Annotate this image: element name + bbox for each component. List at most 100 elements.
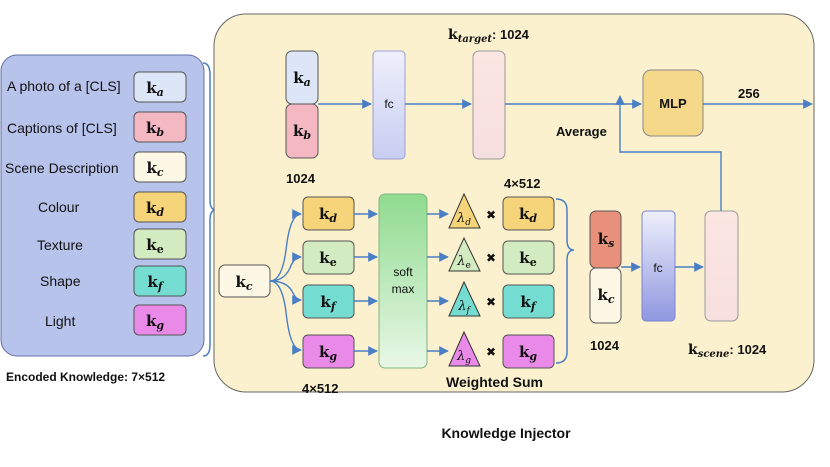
top-dim-label: 1024: [286, 171, 316, 186]
top-kb-box: [285, 103, 319, 159]
key-box-kg: [133, 304, 187, 336]
lambda-g-triangle: [448, 330, 481, 367]
weighted-ke-label: ke: [519, 249, 536, 269]
encoded-knowledge-caption: Encoded Knowledge: 7×512: [6, 370, 165, 384]
multiply-icon-g: ✖: [486, 345, 496, 359]
branch-kg-label: kg: [319, 343, 337, 363]
top-fc-label: fc: [384, 97, 393, 111]
lambda-f-triangle: [448, 280, 481, 317]
branch-dim-label: 4×512: [302, 381, 339, 396]
bottom-fc-box: [641, 210, 676, 322]
key-symbol: kd: [146, 199, 164, 219]
weighted-kd-label: kd: [519, 205, 537, 225]
softmax-label-line2: max: [392, 282, 415, 296]
k-scene-box: [704, 210, 739, 322]
lambda-g: λg: [448, 330, 481, 367]
k-target-box: [472, 50, 506, 160]
lambda-e-triangle: [448, 236, 481, 272]
key-symbol: ka: [146, 79, 164, 99]
k-scene-label: kscene: 1024: [688, 342, 767, 360]
concat-dim-label: 1024: [590, 338, 620, 353]
kc2-label: kc: [597, 286, 614, 306]
key-symbol: kf: [147, 273, 164, 293]
mlp-box: [642, 69, 704, 137]
multiply-icon-e: ✖: [486, 251, 496, 265]
top-ka-label: ka: [293, 69, 311, 89]
knowledge-injector-title: Knowledge Injector: [441, 425, 571, 441]
kc2-box: [589, 267, 622, 324]
key-symbol: kc: [146, 159, 163, 179]
weighted-ke: ke: [502, 240, 555, 275]
weighted-kg: kg: [502, 334, 555, 369]
key-box-kc: [133, 151, 187, 183]
weighted-kd: kd: [502, 196, 555, 231]
branch-ke: ke: [302, 240, 355, 275]
weighted-dim-label: 4×512: [504, 176, 541, 191]
weighted-ke-box: [502, 240, 555, 275]
lambda-d-triangle: [448, 192, 481, 229]
weighted-kf: kf: [502, 284, 555, 319]
bottom-fc-label: fc: [653, 261, 662, 275]
weighted-kd-box: [502, 196, 555, 231]
mlp-output-dim: 256: [738, 86, 760, 101]
weighted-sum-brace: [555, 198, 575, 364]
lambda-f: λf: [448, 280, 481, 317]
encoded-knowledge-row-4: Texture ke: [37, 228, 187, 260]
weighted-kf-box: [502, 284, 555, 319]
row-label: Texture: [37, 237, 83, 253]
softmax-box: [378, 193, 428, 369]
key-symbol: kb: [146, 119, 164, 139]
encoded-knowledge-row-6: Light kg: [45, 304, 187, 336]
weighted-sum-label: Weighted Sum: [446, 374, 543, 390]
branch-ke-label: ke: [319, 249, 336, 269]
edge-kc-to-kf: [269, 280, 302, 305]
key-symbol: ke: [146, 236, 163, 256]
encoded-knowledge-row-2: Scene Description kc: [5, 151, 187, 183]
multiply-icon-f: ✖: [486, 295, 496, 309]
key-box-kb: [133, 111, 187, 143]
lambda-d-label: λd: [456, 211, 471, 228]
branch-kf: kf: [302, 284, 355, 319]
row-label: Colour: [38, 199, 80, 215]
edge-kscene-to-average: [615, 95, 722, 211]
lambda-e-label: λe: [456, 254, 471, 271]
key-box-ke: [133, 228, 187, 260]
weighted-kg-box: [502, 334, 555, 369]
branch-kd: kd: [302, 196, 355, 231]
input-kc-label: kc: [235, 273, 252, 293]
top-fc-box: [372, 50, 406, 160]
edge-kc-to-kd: [269, 209, 302, 282]
key-box-kd: [133, 191, 187, 223]
encoded-knowledge-row-3: Colour kd: [38, 191, 187, 223]
top-kb-label: kb: [293, 122, 311, 142]
key-box-kf: [133, 265, 187, 297]
weighted-kf-label: kf: [520, 293, 537, 313]
branch-kf-label: kf: [320, 293, 337, 313]
row-label: Captions of [CLS]: [7, 120, 117, 136]
lambda-g-label: λg: [456, 349, 471, 366]
average-label: Average: [556, 124, 607, 139]
lambda-e: λe: [448, 236, 481, 272]
encoded-knowledge-row-5: Shape kf: [40, 265, 187, 297]
mlp-label: MLP: [659, 96, 687, 111]
k-target-label: ktarget: 1024: [448, 27, 530, 45]
key-box-ka: [133, 71, 187, 103]
key-symbol: kg: [146, 312, 164, 332]
multiply-icon-d: ✖: [486, 208, 496, 222]
row-label: A photo of a [CLS]: [7, 78, 121, 94]
edge-kc-to-ke: [269, 252, 302, 282]
branch-kd-label: kd: [319, 205, 337, 225]
softmax-label-line1: soft: [393, 265, 413, 279]
row-label: Light: [45, 313, 75, 329]
edge-kc-to-kg: [269, 280, 302, 355]
ks-label: ks: [598, 230, 615, 250]
encoded-knowledge-row-0: A photo of a [CLS] ka: [7, 71, 187, 103]
row-label: Shape: [40, 273, 81, 289]
encoded-knowledge-row-1: Captions of [CLS] kb: [7, 111, 187, 143]
row-label: Scene Description: [5, 160, 119, 176]
lambda-f-label: λf: [457, 299, 471, 316]
lambda-d: λd: [448, 192, 481, 229]
branch-kg: kg: [302, 334, 355, 369]
weighted-kg-label: kg: [519, 343, 537, 363]
